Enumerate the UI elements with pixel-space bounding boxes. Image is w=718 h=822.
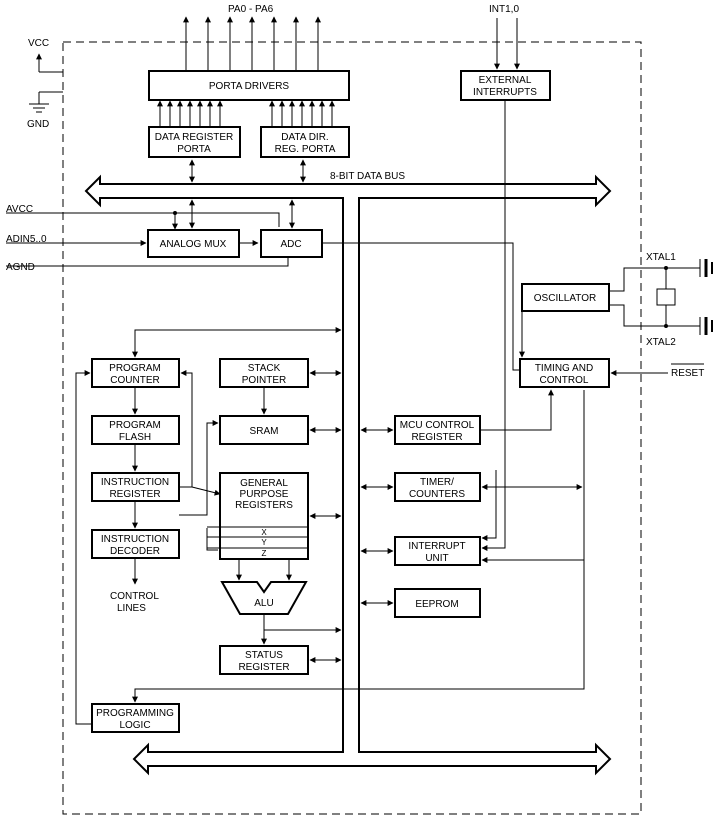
- status-register-label-2: REGISTER: [238, 662, 289, 673]
- adc-label: ADC: [280, 239, 301, 250]
- control-lines-label-2: LINES: [117, 603, 146, 614]
- mcu-control-register-block: [394, 415, 481, 445]
- program-counter-label-2: COUNTER: [110, 375, 159, 386]
- eeprom-label: EEPROM: [415, 599, 458, 610]
- timing-control-label-1: TIMING AND: [535, 363, 593, 374]
- status-register-block: [219, 645, 309, 675]
- data-register-porta-label-2: PORTA: [177, 144, 211, 155]
- status-register-label-1: STATUS: [245, 650, 283, 661]
- chip-boundary: [62, 41, 642, 815]
- porta-drivers-block: [148, 70, 350, 101]
- ext-int-to-interrupt-unit: [481, 100, 506, 551]
- int-pins: INT1,0: [489, 4, 520, 70]
- reset-label: RESET: [671, 368, 704, 379]
- register-y-label: Y: [261, 538, 267, 547]
- programming-logic-block: [91, 703, 180, 733]
- porta-pins: PA0 - PA6: [183, 4, 321, 71]
- program-counter-block: [91, 358, 180, 388]
- stack-pointer-block: [219, 358, 309, 388]
- external-interrupts-label-1: EXTERNAL: [479, 75, 532, 86]
- instruction-register-label-2: REGISTER: [109, 489, 160, 500]
- eeprom-block: [394, 588, 481, 618]
- general-purpose-registers-block: [219, 472, 309, 560]
- interrupt-unit-block: [394, 536, 481, 566]
- instruction-decoder-label-2: DECODER: [110, 546, 160, 557]
- adc-block: [260, 229, 323, 258]
- interrupt-unit-label-2: UNIT: [425, 553, 448, 564]
- timer-counters-label-1: TIMER/: [420, 477, 454, 488]
- ir-to-sram: [179, 420, 219, 516]
- adc-to-timing: [322, 242, 520, 371]
- program-counter-label-1: PROGRAM: [109, 363, 161, 374]
- data-dir-reg-porta-label-2: REG. PORTA: [275, 144, 336, 155]
- timing-to-programming: [132, 390, 585, 703]
- xtal2-label: XTAL2: [646, 337, 676, 348]
- programming-logic-label-1: PROGRAMMING: [96, 708, 174, 719]
- analog-inputs: AVCC ADIN5..0 AGND: [6, 204, 289, 273]
- analog-mux-block: [147, 229, 240, 258]
- vcc-label: VCC: [28, 38, 49, 49]
- external-interrupts-block: [460, 70, 551, 101]
- oscillator-block: [521, 283, 610, 312]
- sram-block: [219, 415, 309, 445]
- data-dir-reg-porta-label-1: DATA DIR.: [281, 132, 328, 143]
- sram-label: SRAM: [250, 426, 279, 437]
- instruction-decoder-label-1: INSTRUCTION: [101, 534, 169, 545]
- stack-pointer-label-2: POINTER: [242, 375, 286, 386]
- int-pins-label: INT1,0: [489, 4, 519, 15]
- gnd-label: GND: [27, 119, 49, 130]
- agnd-label: AGND: [6, 262, 35, 273]
- timer-counters-label-2: COUNTERS: [409, 489, 465, 500]
- data-bus-top: [84, 174, 612, 776]
- gpr-label-2: PURPOSE: [240, 489, 289, 500]
- program-flash-label-2: FLASH: [119, 432, 151, 443]
- alu-label: ALU: [254, 598, 273, 609]
- xtal1-capacitor-icon: [699, 259, 713, 277]
- crystal-icon: [656, 288, 676, 306]
- adin-label: ADIN5..0: [6, 234, 47, 245]
- interrupt-unit-label-1: INTERRUPT: [408, 541, 465, 552]
- porta-driver-inputs: [157, 100, 335, 127]
- mcu-control-register-label-1: MCU CONTROL: [400, 420, 475, 431]
- pc-bus-link: [132, 327, 342, 358]
- programming-feedback: [75, 370, 92, 725]
- instruction-register-label-1: INSTRUCTION: [101, 477, 169, 488]
- timer-counters-block: [394, 472, 481, 502]
- xtal1-wire: [609, 267, 700, 292]
- data-register-porta-block: [148, 126, 241, 158]
- ir-feedback: [179, 370, 193, 488]
- stack-pointer-label-1: STACK: [248, 363, 281, 374]
- xtal2-capacitor-icon: [699, 317, 713, 335]
- program-flash-block: [91, 415, 180, 445]
- avcc-label: AVCC: [6, 204, 33, 215]
- register-z-label: Z: [262, 549, 267, 558]
- data-dir-reg-porta-block: [260, 126, 350, 158]
- register-x-label: X: [261, 528, 267, 537]
- xtal1-label: XTAL1: [646, 252, 676, 263]
- timing-control-block: [519, 358, 610, 388]
- gpr-label-3: REGISTERS: [235, 500, 293, 511]
- external-interrupts-label-2: INTERRUPTS: [473, 87, 537, 98]
- oscillator-label: OSCILLATOR: [534, 293, 596, 304]
- mcu-control-register-label-2: REGISTER: [411, 432, 462, 443]
- data-bus-label: 8-BIT DATA BUS: [330, 171, 405, 182]
- control-lines-label-1: CONTROL: [110, 591, 159, 602]
- gnd-pin: GND: [27, 91, 63, 130]
- porta-pins-label: PA0 - PA6: [228, 4, 274, 15]
- xtal2-wire: [609, 304, 700, 327]
- analog-mux-label: ANALOG MUX: [160, 239, 227, 250]
- alu-block: [220, 581, 308, 615]
- data-register-porta-label-1: DATA REGISTER: [155, 132, 234, 143]
- vcc-pin: VCC: [28, 38, 63, 73]
- programming-logic-label-2: LOGIC: [119, 720, 150, 731]
- gpr-label-1: GENERAL: [240, 478, 288, 489]
- timing-control-label-2: CONTROL: [540, 375, 589, 386]
- porta-drivers-label: PORTA DRIVERS: [209, 81, 290, 92]
- program-flash-label-1: PROGRAM: [109, 420, 161, 431]
